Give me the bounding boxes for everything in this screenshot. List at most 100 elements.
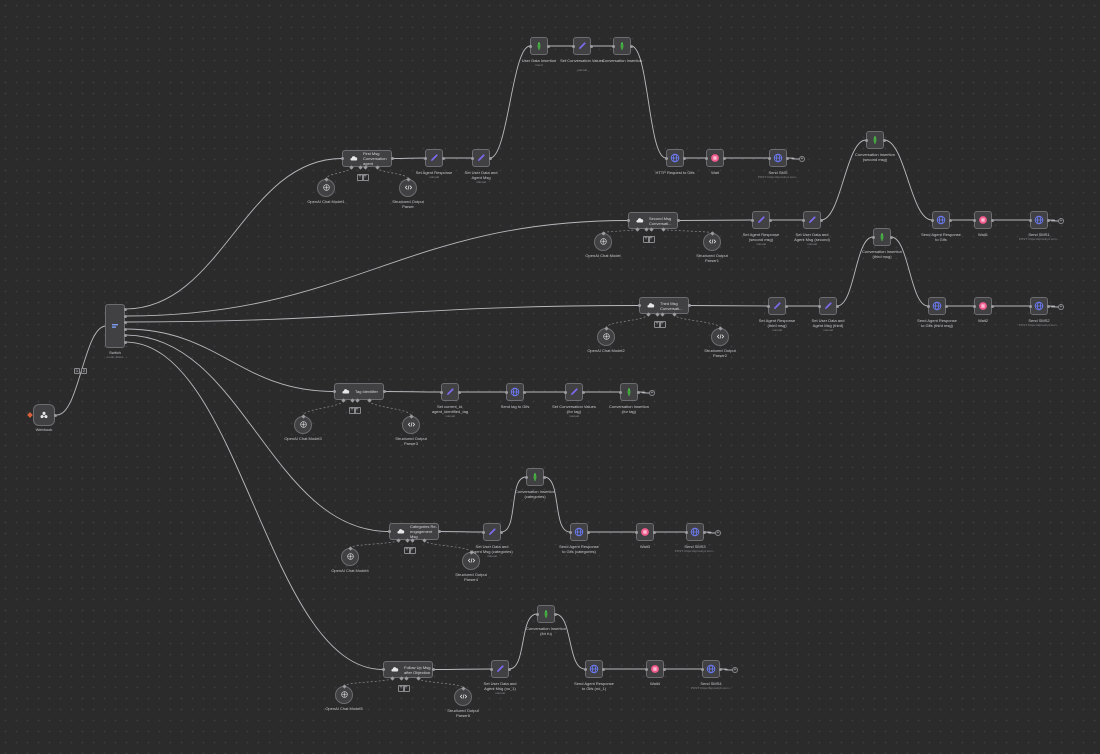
workflow-node[interactable] bbox=[570, 523, 588, 541]
output-socket[interactable] bbox=[990, 304, 994, 308]
ai-agent-node[interactable]: Third Msg Conversati... bbox=[639, 297, 689, 314]
output-socket[interactable] bbox=[586, 530, 590, 534]
output-socket[interactable] bbox=[437, 530, 441, 533]
output-socket[interactable] bbox=[636, 390, 640, 394]
output-socket[interactable] bbox=[676, 219, 680, 222]
chat-model-node[interactable] bbox=[335, 686, 353, 704]
add-sub-node-button[interactable]: + bbox=[353, 407, 361, 414]
output-socket[interactable] bbox=[431, 668, 435, 671]
output-socket[interactable] bbox=[784, 304, 788, 308]
workflow-node[interactable] bbox=[472, 149, 490, 167]
workflow-node[interactable] bbox=[1030, 297, 1048, 315]
workflow-node[interactable] bbox=[530, 37, 548, 55]
output-socket[interactable] bbox=[882, 138, 886, 142]
output-socket[interactable] bbox=[944, 304, 948, 308]
output-socket[interactable] bbox=[702, 530, 706, 534]
add-sub-node-button[interactable]: + bbox=[642, 236, 650, 243]
output-socket[interactable] bbox=[581, 390, 585, 394]
add-sub-node-button[interactable]: + bbox=[408, 547, 416, 554]
webhook-trigger-node[interactable] bbox=[33, 404, 55, 426]
switch-node[interactable] bbox=[105, 304, 125, 348]
add-sub-node-button[interactable]: + bbox=[653, 321, 661, 328]
output-socket[interactable] bbox=[718, 667, 722, 671]
output-socket[interactable] bbox=[553, 612, 557, 616]
output-socket[interactable] bbox=[889, 235, 893, 239]
add-sub-node-button[interactable]: + bbox=[397, 685, 405, 692]
chat-model-node[interactable] bbox=[594, 233, 612, 251]
workflow-node[interactable] bbox=[702, 660, 720, 678]
add-node-button[interactable]: + bbox=[1058, 218, 1064, 224]
add-sub-node-button[interactable]: + bbox=[361, 174, 369, 181]
workflow-node[interactable] bbox=[666, 149, 684, 167]
output-socket[interactable] bbox=[1046, 304, 1050, 308]
ai-agent-node[interactable]: Categories Re-engagement Msg bbox=[389, 523, 439, 540]
add-sub-node-button[interactable]: + bbox=[658, 321, 666, 328]
ai-agent-node[interactable]: Second Msg Conversati... bbox=[628, 212, 678, 229]
workflow-node[interactable] bbox=[537, 605, 555, 623]
workflow-node[interactable] bbox=[974, 211, 992, 229]
output-socket[interactable] bbox=[441, 156, 445, 160]
output-socket[interactable] bbox=[948, 218, 952, 222]
workflow-node[interactable] bbox=[506, 383, 524, 401]
workflow-node[interactable] bbox=[974, 297, 992, 315]
workflow-node[interactable] bbox=[866, 131, 884, 149]
workflow-node[interactable] bbox=[873, 228, 891, 246]
output-socket[interactable] bbox=[601, 667, 605, 671]
workflow-node[interactable] bbox=[613, 37, 631, 55]
switch-output-socket[interactable] bbox=[123, 333, 127, 337]
workflow-node[interactable] bbox=[706, 149, 724, 167]
workflow-node[interactable] bbox=[752, 211, 770, 229]
workflow-node[interactable] bbox=[1030, 211, 1048, 229]
output-socket[interactable] bbox=[54, 413, 57, 417]
output-socket[interactable] bbox=[1046, 218, 1050, 222]
output-socket[interactable] bbox=[819, 218, 823, 222]
workflow-node[interactable] bbox=[769, 149, 787, 167]
workflow-node[interactable] bbox=[819, 297, 837, 315]
add-sub-node-button[interactable]: + bbox=[403, 547, 411, 554]
switch-output-socket[interactable] bbox=[123, 320, 127, 324]
output-socket[interactable] bbox=[662, 667, 666, 671]
add-node-button[interactable]: + bbox=[799, 156, 805, 162]
ai-agent-node[interactable]: First Msg Conversation agent bbox=[342, 150, 392, 167]
workflow-node[interactable] bbox=[526, 468, 544, 486]
output-socket[interactable] bbox=[457, 390, 461, 394]
workflow-node[interactable] bbox=[636, 523, 654, 541]
switch-output-socket[interactable] bbox=[123, 307, 127, 311]
workflow-node[interactable] bbox=[483, 523, 501, 541]
workflow-node[interactable] bbox=[932, 211, 950, 229]
add-sub-node-button[interactable]: + bbox=[647, 236, 655, 243]
output-socket[interactable] bbox=[589, 44, 593, 48]
add-node-button[interactable]: + bbox=[715, 530, 721, 536]
output-socket[interactable] bbox=[785, 156, 789, 160]
output-socket[interactable] bbox=[542, 475, 546, 479]
workflow-node[interactable] bbox=[646, 660, 664, 678]
output-socket[interactable] bbox=[682, 156, 686, 160]
output-socket[interactable] bbox=[652, 530, 656, 534]
workflow-node[interactable] bbox=[565, 383, 583, 401]
add-sub-node-button[interactable]: + bbox=[356, 174, 364, 181]
switch-output-socket[interactable] bbox=[123, 314, 127, 318]
switch-output-socket[interactable] bbox=[123, 340, 127, 344]
workflow-node[interactable] bbox=[620, 383, 638, 401]
add-sub-node-button[interactable]: + bbox=[348, 407, 356, 414]
workflow-node[interactable] bbox=[425, 149, 443, 167]
workflow-node[interactable] bbox=[491, 660, 509, 678]
output-socket[interactable] bbox=[382, 390, 386, 393]
workflow-node[interactable] bbox=[585, 660, 603, 678]
output-socket[interactable] bbox=[546, 44, 550, 48]
output-socket[interactable] bbox=[522, 390, 526, 394]
add-sub-node-button[interactable]: + bbox=[402, 685, 410, 692]
output-socket[interactable] bbox=[768, 218, 772, 222]
add-node-button[interactable]: + bbox=[1058, 304, 1064, 310]
output-socket[interactable] bbox=[722, 156, 726, 160]
output-socket[interactable] bbox=[499, 530, 503, 534]
output-socket[interactable] bbox=[488, 156, 492, 160]
output-socket[interactable] bbox=[629, 44, 633, 48]
output-socket[interactable] bbox=[835, 304, 839, 308]
workflow-node[interactable] bbox=[573, 37, 591, 55]
workflow-node[interactable] bbox=[928, 297, 946, 315]
add-node-button[interactable]: + bbox=[732, 667, 738, 673]
add-node-button[interactable]: + bbox=[649, 390, 655, 396]
output-socket[interactable] bbox=[390, 157, 394, 160]
